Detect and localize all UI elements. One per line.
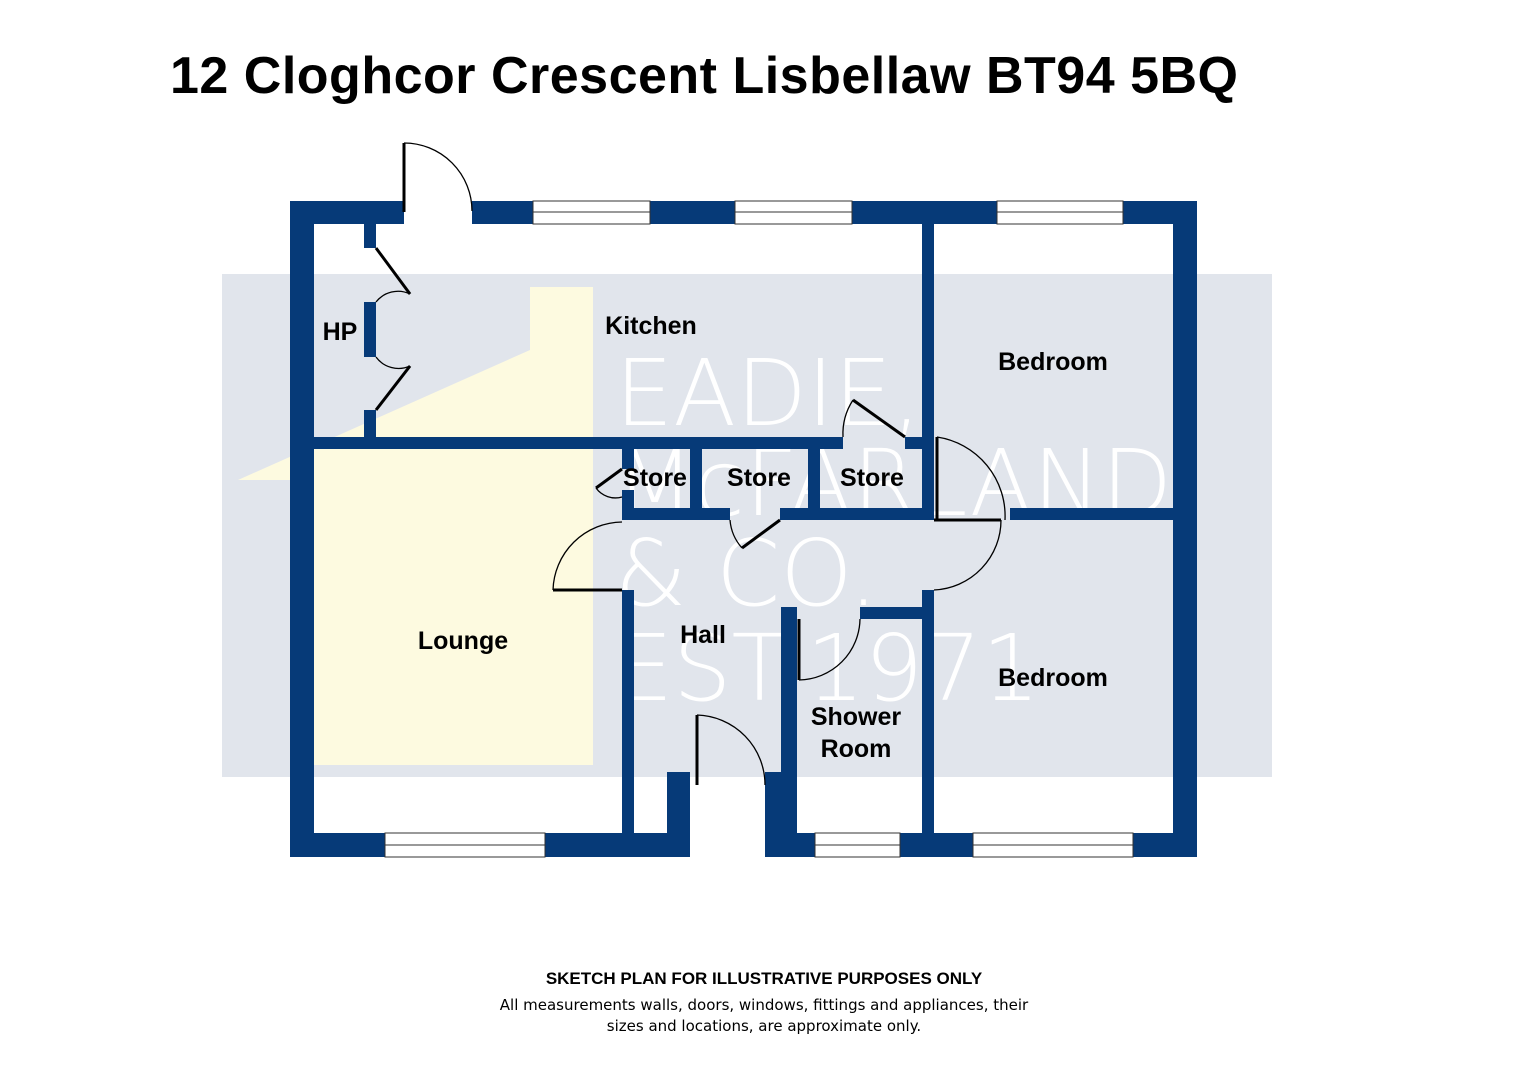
room-label-bedroom-2: Bedroom [998, 664, 1108, 692]
room-label-store-1: Store [623, 464, 687, 492]
doors [374, 142, 1006, 786]
room-label-store-3: Store [840, 464, 904, 492]
watermark-house-shape [238, 287, 593, 765]
disclaimer-heading: SKETCH PLAN FOR ILLUSTRATIVE PURPOSES ON… [545, 969, 983, 988]
svg-text:EST.1971: EST.1971 [615, 615, 1040, 722]
room-label-shower-room-2: Room [821, 735, 892, 763]
disclaimer: SKETCH PLAN FOR ILLUSTRATIVE PURPOSES ON… [0, 969, 1528, 1037]
room-label-lounge: Lounge [418, 627, 508, 655]
windows [384, 200, 1134, 858]
disclaimer-line-2: sizes and locations, are approximate onl… [606, 1017, 922, 1035]
svg-text:& CO.: & CO. [615, 520, 878, 627]
room-label-shower-room: Shower [811, 703, 902, 731]
room-label-store-2: Store [727, 464, 791, 492]
page-title: 12 Cloghcor Crescent Lisbellaw BT94 5BQ [170, 47, 1239, 105]
room-label-hall: Hall [680, 621, 726, 649]
disclaimer-line-1: All measurements walls, doors, windows, … [499, 996, 1029, 1014]
room-label-hp: HP [323, 318, 358, 346]
room-label-kitchen: Kitchen [605, 312, 697, 340]
room-label-bedroom-1: Bedroom [998, 348, 1108, 376]
svg-text:EADIE,: EADIE, [615, 340, 921, 447]
